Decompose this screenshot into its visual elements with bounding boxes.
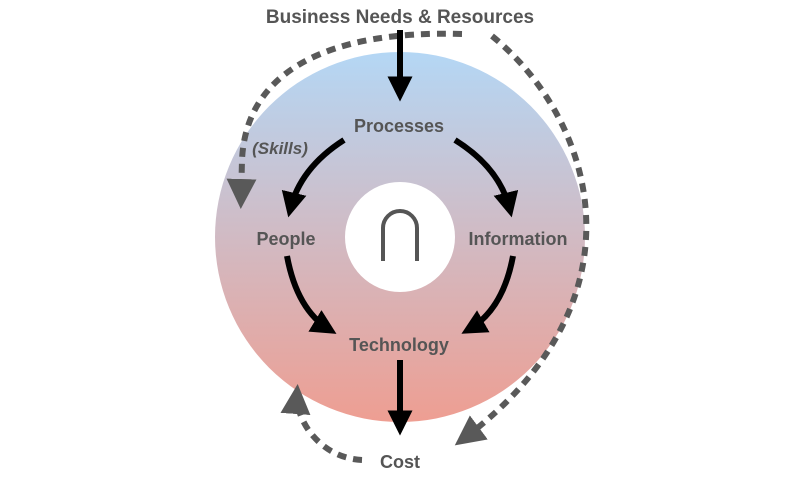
dashed-arrow-top-to-cost	[454, 33, 590, 446]
information-label: Information	[469, 229, 568, 249]
business-needs-resources-label: Business Needs & Resources	[266, 7, 534, 28]
arrow-information-to-technology	[461, 255, 516, 334]
arrow-processes-to-information	[453, 137, 519, 218]
dashed-arrow-cost-to-ring	[280, 384, 363, 463]
processes-label: Processes	[354, 116, 444, 136]
intersection-symbol-icon	[381, 209, 419, 261]
dashed-arrow-top-to-people	[226, 30, 463, 209]
center-circle	[345, 182, 455, 292]
arrow-people-to-technology	[284, 255, 337, 334]
cost-label: Cost	[380, 452, 420, 472]
skills-annotation: (Skills)	[252, 139, 308, 158]
arrow-processes-to-people	[281, 137, 346, 218]
people-label: People	[256, 229, 315, 249]
technology-label: Technology	[349, 335, 449, 355]
